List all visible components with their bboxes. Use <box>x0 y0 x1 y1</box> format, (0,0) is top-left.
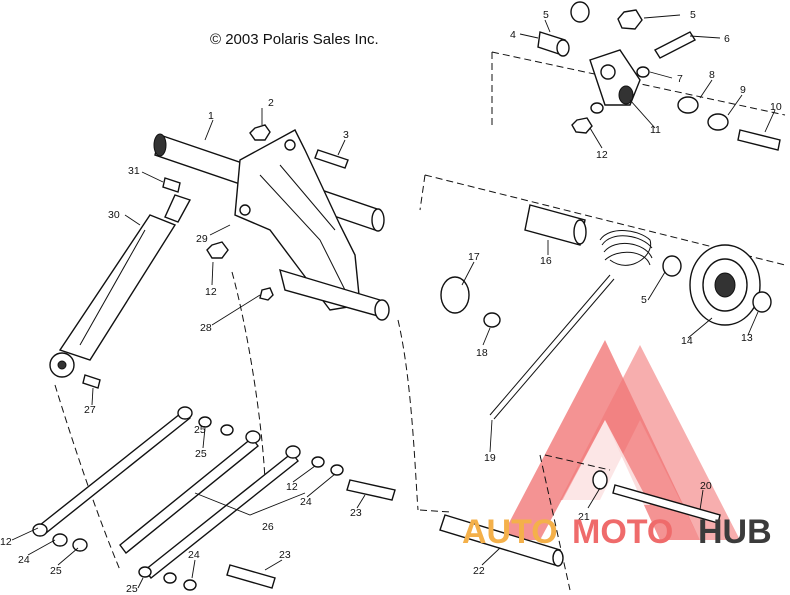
idler-wheel <box>662 244 772 326</box>
callout-label: 26 <box>262 521 274 533</box>
callout-label: 25 <box>195 448 207 460</box>
callout-label: 8 <box>709 69 715 81</box>
callout-label: 5 <box>543 9 549 21</box>
callout-label: 20 <box>700 480 712 492</box>
callout-label: 7 <box>677 73 683 85</box>
lower-pins <box>439 470 721 567</box>
link-rods <box>32 406 396 591</box>
torsion-spring <box>489 230 653 420</box>
leader-lines <box>11 14 776 589</box>
small-hardware <box>82 124 349 389</box>
automotohub-logo-icon <box>500 340 740 540</box>
callout-label: 17 <box>468 251 480 263</box>
callout-label: 29 <box>196 233 208 245</box>
pivot-arm-bracket <box>234 129 390 321</box>
callout-label: 4 <box>510 29 516 41</box>
callout-label: 5 <box>690 9 696 21</box>
callout-label: 2 <box>268 97 274 109</box>
callout-label: 9 <box>740 84 746 96</box>
idler-axle-parts <box>440 204 587 328</box>
callout-label: 13 <box>741 332 753 344</box>
callout-label: 5 <box>641 294 647 306</box>
callout-numbers: 1 2 3 4 5 5 6 7 8 9 10 11 12 31 30 29 12… <box>0 9 782 595</box>
callout-label: 27 <box>84 404 96 416</box>
callout-label: 28 <box>200 322 212 334</box>
callout-label: 1 <box>208 110 214 122</box>
callout-label: 21 <box>578 511 590 523</box>
callout-label: 10 <box>770 101 782 113</box>
copyright-text: © 2003 Polaris Sales Inc. <box>210 31 379 48</box>
watermark-auto: AUTO <box>462 513 558 551</box>
callout-label: 12 <box>596 149 608 161</box>
callout-label: 12 <box>205 286 217 298</box>
callout-label: 23 <box>279 549 291 561</box>
shock-absorber <box>49 194 192 378</box>
callout-label: 25 <box>50 565 62 577</box>
callout-label: 24 <box>18 554 30 566</box>
callout-label: 24 <box>188 549 200 561</box>
callout-label: 14 <box>681 335 693 347</box>
callout-label: 30 <box>108 209 120 221</box>
callout-label: 31 <box>128 165 140 177</box>
callout-label: 18 <box>476 347 488 359</box>
callout-label: 23 <box>350 507 362 519</box>
idler-arm-hardware <box>537 1 781 151</box>
callout-label: 25 <box>194 424 206 436</box>
callout-label: 12 <box>0 536 12 548</box>
callout-label: 6 <box>724 33 730 45</box>
callout-label: 19 <box>484 452 496 464</box>
callout-label: 3 <box>343 129 349 141</box>
callout-label: 12 <box>286 481 298 493</box>
callout-label: 24 <box>300 496 312 508</box>
watermark-hub: HUB <box>698 513 772 551</box>
watermark-moto: MOTO <box>572 513 673 551</box>
watermark-text: AUTO MOTO HUB <box>462 513 772 551</box>
callout-label: 11 <box>650 124 661 136</box>
callout-label: 25 <box>126 583 138 595</box>
callout-label: 16 <box>540 255 552 267</box>
callout-label: 22 <box>473 565 485 577</box>
